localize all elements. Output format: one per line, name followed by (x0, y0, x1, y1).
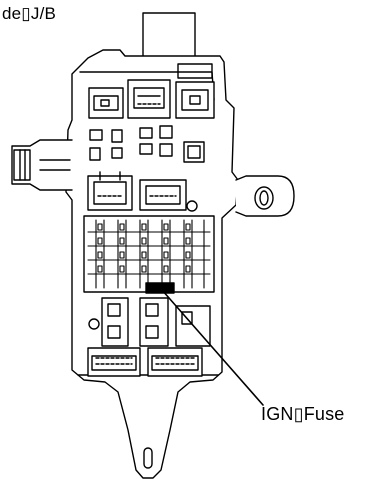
lower-center-relay (139, 297, 169, 347)
bottom-mount-hole (143, 447, 153, 469)
connector-top-left (88, 87, 124, 119)
connector-bottom-left (87, 347, 141, 377)
screw-hole (186, 200, 198, 212)
right-bracket-hole (254, 186, 274, 210)
right-bracket (235, 175, 295, 217)
top-tab (142, 12, 196, 58)
relay-right (183, 141, 205, 163)
connector-bottom-right (147, 347, 203, 377)
lower-screw-hole (88, 318, 100, 330)
left-bracket (11, 139, 73, 191)
ign-fuse-label: IGN▯Fuse (261, 404, 345, 424)
relay-center (139, 125, 173, 157)
lower-left-relay (101, 297, 129, 347)
leader-line (161, 289, 264, 406)
top-right-latch (177, 63, 213, 79)
connector-middle-left (87, 171, 133, 211)
diagram-title: de▯J/B (2, 4, 57, 23)
left-bracket-hole (13, 149, 31, 181)
connector-top-center (127, 79, 171, 119)
connector-middle-right (139, 179, 187, 211)
relay-left (89, 129, 123, 161)
ign-fuse (145, 282, 175, 294)
connector-top-right (175, 81, 215, 119)
